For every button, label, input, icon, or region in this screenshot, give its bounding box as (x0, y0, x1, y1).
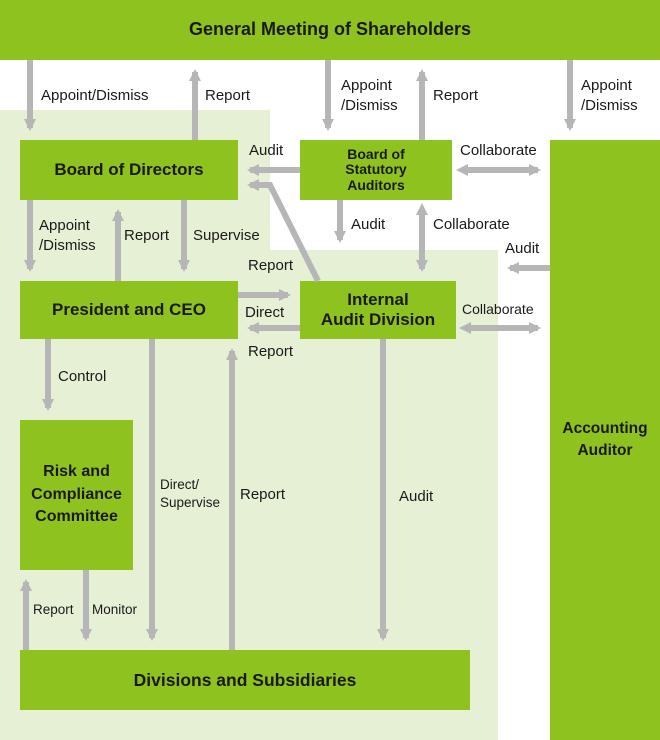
label-report-iad-pres: Report (248, 343, 294, 360)
divisions-subsidiaries-label: Divisions and Subsidiaries (133, 669, 357, 690)
label-collab-bsa-iad: Collaborate (433, 216, 510, 233)
label-audit-iad-div: Audit (399, 488, 434, 505)
label-appoint-aa: Appoint /Dismiss (581, 77, 638, 115)
arrow-report-iad-bod (247, 179, 321, 283)
board-of-directors-box: Board of Directors (20, 140, 238, 200)
label-monitor: Monitor (92, 602, 138, 617)
accounting-auditor-box: Accounting Auditor (550, 140, 660, 740)
label-report-pres-bod: Report (124, 227, 170, 244)
label-report-bod-gms: Report (205, 87, 251, 104)
risk-compliance-label: Risk and Compliance Committee (31, 463, 122, 526)
label-direct: Direct (245, 304, 285, 321)
label-collab-iad-aa: Collaborate (462, 301, 534, 317)
label-appoint-pres: Appoint /Dismiss (39, 217, 96, 255)
label-supervise: Supervise (193, 227, 260, 244)
label-report-bsa-gms: Report (433, 87, 479, 104)
divisions-subsidiaries-box: Divisions and Subsidiaries (20, 650, 470, 710)
label-appoint-bod: Appoint/Dismiss (41, 87, 149, 104)
label-audit-bsa-bod: Audit (249, 142, 284, 159)
statutory-auditors-label: Board of Statutory Auditors (345, 145, 407, 193)
risk-compliance-box: Risk and Compliance Committee (20, 420, 133, 570)
president-ceo-box: President and CEO (20, 281, 238, 339)
label-collab-bsa-aa: Collaborate (460, 142, 537, 159)
accounting-auditor-label: Accounting Auditor (562, 419, 648, 459)
label-appoint-bsa: Appoint /Dismiss (341, 77, 398, 115)
label-report-div-risk: Report (33, 602, 74, 617)
label-report-iad-bod: Report (248, 257, 294, 274)
shareholders-box: General Meeting of Shareholders (0, 0, 660, 60)
label-audit-aa-iad: Audit (505, 240, 540, 257)
label-report-div-pres: Report (240, 486, 286, 503)
label-audit-bsa-iad: Audit (351, 216, 386, 233)
statutory-auditors-box: Board of Statutory Auditors (300, 140, 452, 200)
shareholders-label: General Meeting of Shareholders (188, 19, 472, 40)
board-of-directors-label: Board of Directors (54, 159, 204, 179)
internal-audit-box: Internal Audit Division (300, 281, 456, 339)
label-direct-supervise: Direct/ Supervise (160, 477, 221, 511)
internal-audit-label: Internal Audit Division (320, 289, 436, 329)
label-control: Control (58, 368, 107, 385)
president-ceo-label: President and CEO (52, 299, 206, 319)
